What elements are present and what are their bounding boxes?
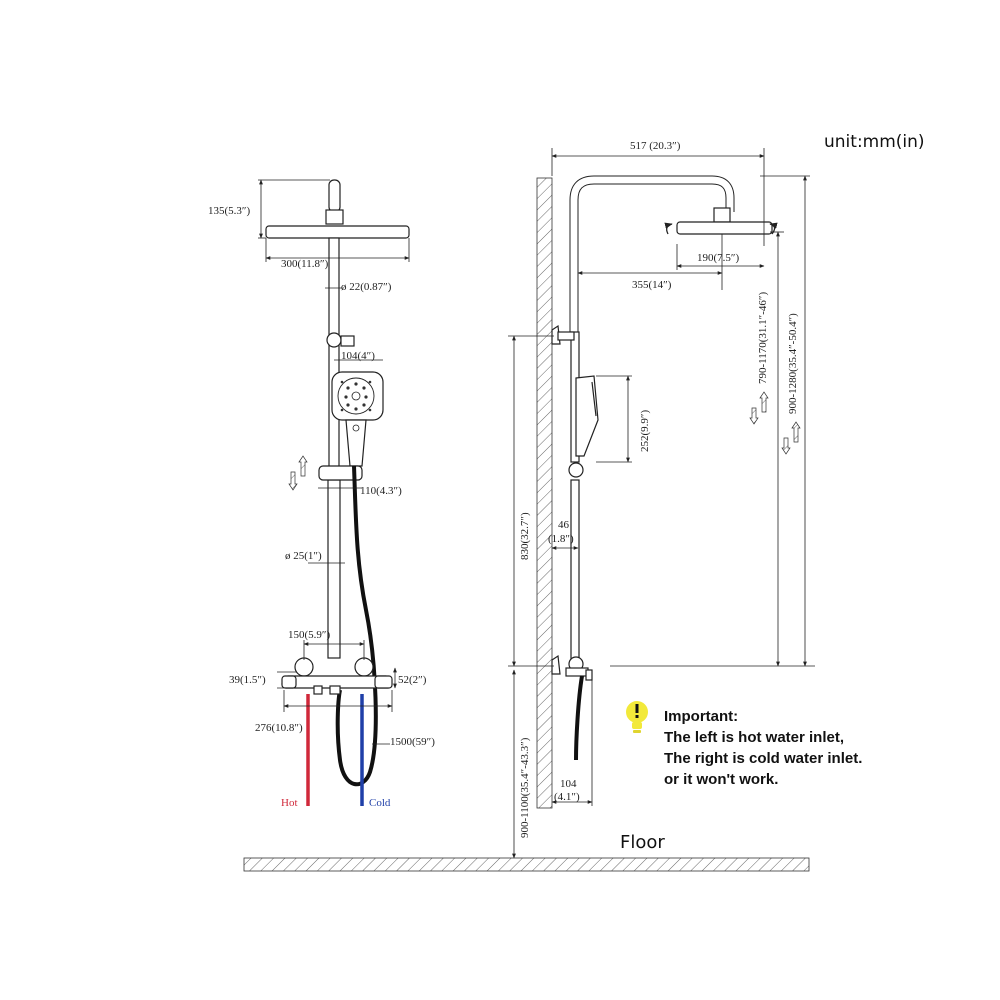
top-stem: [328, 179, 341, 213]
rain-head-side: [676, 221, 773, 235]
dim-hose-length: 1500(59″): [390, 736, 435, 748]
thermostatic-valve: [281, 657, 393, 695]
dim-valve-width: 276(10.8″): [255, 722, 303, 734]
side-view: 517 (20.3″) 190(7.5″) 355(14″) 252(9.9″)…: [508, 140, 815, 859]
slide-adjust-arrows-icon: [288, 455, 308, 491]
note-title: Important:: [664, 708, 738, 725]
dim-wall-offset: 46: [558, 519, 570, 531]
dim-head-width: 300(11.8″): [281, 258, 329, 270]
dim-upper-pipe-dia: ø 22(0.87″): [341, 281, 392, 293]
total-adjust-arrows-icon: [781, 421, 801, 455]
rotate-arrow-icon: [664, 222, 673, 235]
wall: [536, 177, 553, 809]
dim-head-height: 135(5.3″): [208, 205, 250, 217]
head-adjust-arrows-icon: [749, 391, 769, 425]
dim-inlet-spacing: 150(5.9″): [288, 629, 330, 641]
slider-bracket: [318, 465, 363, 481]
floor: [243, 857, 810, 872]
dim-valve-depth-in: (4.1″): [554, 791, 580, 803]
upper-pipe: [328, 237, 340, 469]
unit-label: unit:mm(in): [824, 132, 925, 152]
dim-valve-height-right: 52(2″): [398, 674, 427, 686]
note-line-1: The left is hot water inlet,: [664, 729, 844, 746]
dim-head-adjust-range: 790-1170(31.1″-46″): [757, 292, 769, 384]
dim-handheld-width: 104(4″): [341, 350, 375, 362]
side-pipe-lower: [570, 479, 580, 663]
dim-head-diameter: 190(7.5″): [697, 252, 739, 264]
dim-arm-reach-head: 355(14″): [632, 279, 672, 291]
dim-bracket-to-valve: 830(32.7″): [519, 512, 531, 560]
floor-label: Floor: [620, 832, 665, 853]
cold-label: Cold: [369, 797, 391, 809]
dim-valve-depth: 104: [560, 778, 577, 790]
dim-slider-width: 110(4.3″): [360, 485, 402, 497]
rain-shower-head: [265, 225, 410, 239]
dim-wall-offset-in: (1.8″): [548, 533, 574, 545]
dim-arm-reach-total: 517 (20.3″): [630, 140, 681, 152]
dim-valve-to-floor: 900-1100(35.4″-43.3″): [519, 737, 531, 838]
note-line-2: The right is cold water inlet.: [664, 750, 862, 767]
warning-bulb-icon: [626, 701, 648, 733]
handheld-shower: [331, 371, 384, 467]
front-view: 135(5.3″) 300(11.8″) ø 22(0.87″) 104(4″)…: [208, 179, 435, 809]
note-line-3: or it won't work.: [664, 771, 778, 788]
handheld-side: [575, 375, 599, 457]
important-note: Important: The left is hot water inlet, …: [626, 701, 862, 788]
dim-lower-pipe-dia: ø 25(1″): [285, 550, 322, 562]
hot-label: Hot: [281, 797, 298, 809]
dim-total-adjust-range: 900-1280(35.4″-50.4″): [787, 313, 799, 414]
shower-hose: [335, 465, 378, 787]
dim-valve-height-left: 39(1.5″): [229, 674, 266, 686]
dim-handheld-height: 252(9.9″): [639, 410, 651, 452]
side-hose: [574, 675, 584, 761]
